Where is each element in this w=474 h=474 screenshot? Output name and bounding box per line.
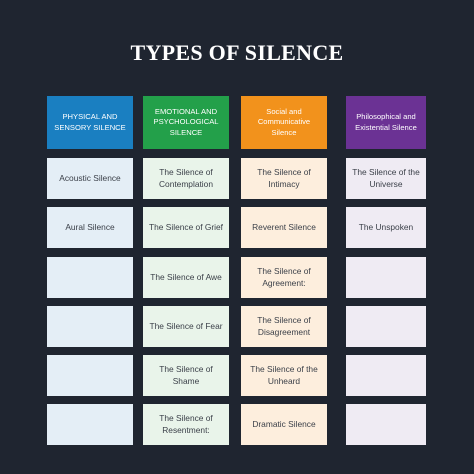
table-cell: Reverent Silence	[241, 207, 327, 248]
header-physical: PHYSICAL AND SENSORY SILENCE	[47, 96, 133, 149]
header-philosophical: Philosophical and Existential Silence	[346, 96, 426, 149]
table-cell: The Silence of the Unheard	[241, 355, 327, 396]
table-cell: The Silence of Awe	[143, 257, 229, 298]
table-cell: The Silence of Fear	[143, 306, 229, 347]
table-cell: The Silence of the Universe	[346, 158, 426, 199]
table-cell: The Silence of Disagreement	[241, 306, 327, 347]
header-social: Social and Communicative Silence	[241, 96, 327, 149]
table-cell: The Silence of Agreement:	[241, 257, 327, 298]
table-cell	[346, 306, 426, 347]
table-cell: The Silence of Intimacy	[241, 158, 327, 199]
table-cell	[346, 404, 426, 445]
table-cell: Dramatic Silence	[241, 404, 327, 445]
table-cell: The Silence of Grief	[143, 207, 229, 248]
table-cell: Aural Silence	[47, 207, 133, 248]
table-cell: The Silence of Resentment:	[143, 404, 229, 445]
page-title: TYPES OF SILENCE	[130, 40, 344, 65]
table-cell	[346, 257, 426, 298]
table-cell: The Silence of Contemplation	[143, 158, 229, 199]
header-emotional: EMOTIONAL AND PSYCHOLOGICAL SILENCE	[143, 96, 229, 149]
table-cell: Acoustic Silence	[47, 158, 133, 199]
table-cell	[47, 306, 133, 347]
table-cell	[47, 257, 133, 298]
table-cell	[346, 355, 426, 396]
table-cell	[47, 404, 133, 445]
table-cell	[47, 355, 133, 396]
table-cell: The Unspoken	[346, 207, 426, 248]
table-cell: The Silence of Shame	[143, 355, 229, 396]
